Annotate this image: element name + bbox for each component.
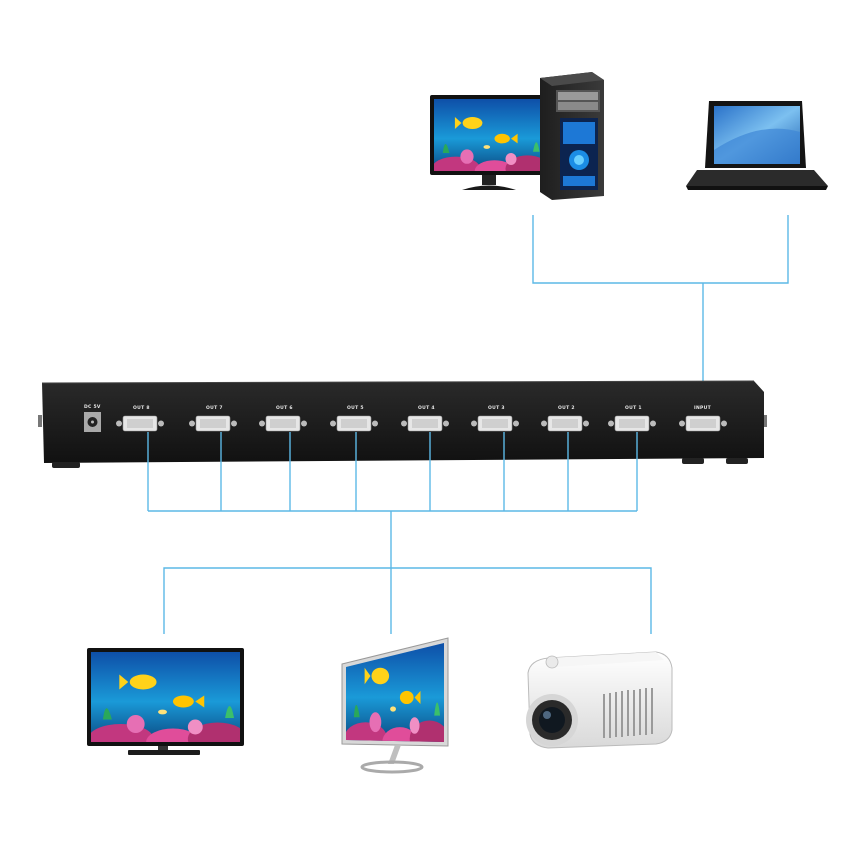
output-port: OUT 4 (401, 405, 449, 432)
port-label: OUT 3 (488, 405, 505, 411)
desktop-computer (430, 72, 604, 200)
projector-vent (603, 688, 653, 738)
port-label: OUT 2 (558, 405, 575, 411)
output-port: OUT 1 (608, 405, 656, 432)
output-port: OUT 5 (330, 405, 378, 432)
power-label: DC 5V (84, 404, 101, 410)
output-port: OUT 3 (471, 405, 519, 432)
port-label: OUT 5 (347, 405, 364, 411)
output-port: OUT 6 (259, 405, 307, 432)
output-port: OUT 8 (116, 405, 164, 432)
desktop-monitor (430, 95, 548, 190)
laptop (686, 101, 828, 190)
port-label: OUT 4 (418, 405, 435, 411)
input-port: INPUT (679, 405, 727, 432)
port-label: OUT 6 (276, 405, 293, 411)
output-cables (147, 432, 652, 634)
monitor (341, 637, 449, 774)
dvi-splitter: DC 5V OUT 8 OUT 7 OUT 6 OUT 5 (38, 380, 767, 468)
projector (526, 651, 673, 749)
port-label: OUT 8 (133, 405, 150, 411)
port-label: OUT 1 (625, 405, 642, 411)
dc-power-jack: DC 5V (84, 404, 101, 432)
input-cables (532, 215, 789, 404)
output-port: OUT 2 (541, 405, 589, 432)
television (87, 648, 244, 755)
port-label: OUT 7 (206, 405, 223, 411)
output-port: OUT 7 (189, 405, 237, 432)
desktop-tower (540, 72, 604, 200)
input-label: INPUT (694, 405, 712, 411)
